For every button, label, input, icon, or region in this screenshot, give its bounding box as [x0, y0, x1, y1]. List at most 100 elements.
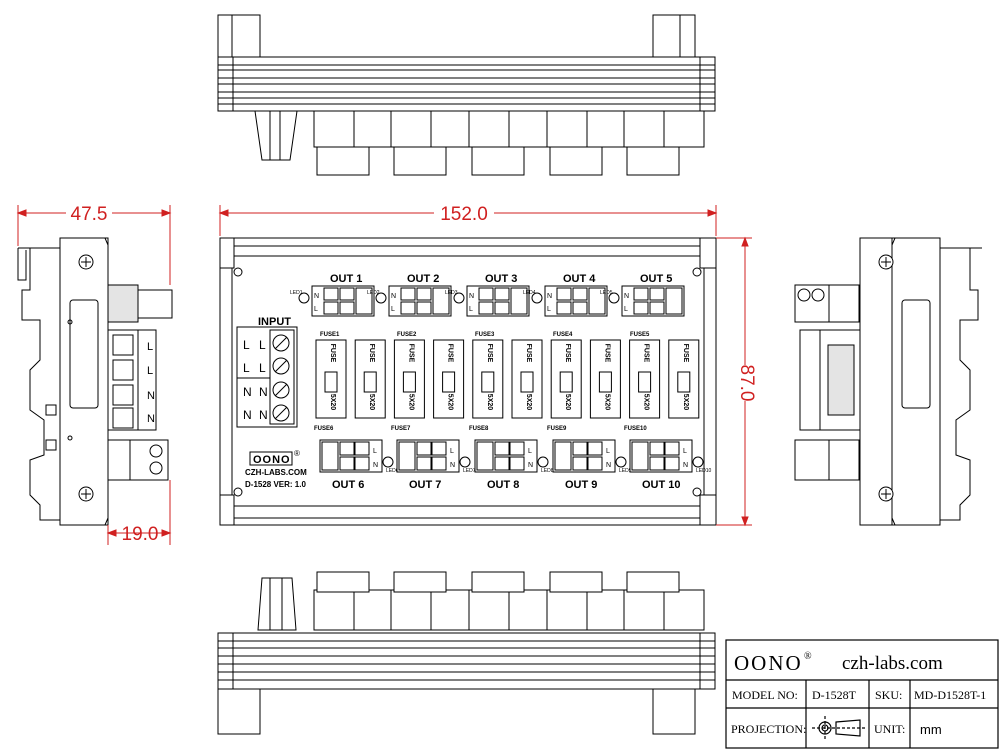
- terminal-latch: [665, 287, 683, 315]
- top-view-connectors: [313, 110, 705, 176]
- led-label: LED6: [386, 468, 399, 474]
- terminal-label: L: [373, 448, 377, 455]
- terminal-slot: [354, 456, 370, 471]
- bottom-view-connector-plug: [626, 571, 680, 593]
- terminal-slot: [572, 301, 588, 315]
- model-label: MODEL NO:: [732, 688, 798, 702]
- fuse-window: [638, 371, 652, 393]
- terminal-slot: [649, 456, 665, 471]
- terminal-slot: [339, 441, 355, 456]
- terminal-slot: [664, 441, 680, 456]
- fuse-rating: 5X20: [329, 394, 336, 410]
- output-label: OUT 1: [330, 273, 362, 285]
- bottom-view-connectors: [313, 571, 705, 631]
- terminal-slot: [400, 301, 416, 315]
- input-terminal-label: N: [259, 408, 268, 422]
- side-terminal-label: L: [147, 341, 153, 353]
- title-website: czh-labs.com: [842, 653, 943, 674]
- fuse-window: [598, 371, 612, 393]
- terminal-slot: [572, 456, 588, 471]
- bottom-view: [217, 577, 716, 735]
- terminal-slot: [556, 301, 572, 315]
- fuse-window: [559, 371, 573, 393]
- fuse-text: FUSE: [682, 344, 689, 363]
- terminal-slot: [416, 441, 432, 456]
- led-label: LED4: [523, 290, 536, 296]
- fuse-text: FUSE: [368, 344, 375, 363]
- input-terminal-label: N: [243, 385, 252, 399]
- fuse-rating: 5X20: [643, 394, 650, 410]
- sku-label: SKU:: [875, 688, 902, 702]
- terminal-slot: [431, 441, 447, 456]
- title-brand: OONO: [734, 651, 803, 675]
- fuse-rating: 5X20: [603, 394, 610, 410]
- terminal-slot: [339, 301, 355, 315]
- input-terminal-label: L: [243, 361, 250, 375]
- terminal-slot: [431, 456, 447, 471]
- input-terminal-label: L: [259, 361, 266, 375]
- input-terminal-label: L: [243, 338, 250, 352]
- input-label: INPUT: [258, 316, 291, 328]
- top-view-connector-plug: [393, 146, 447, 176]
- output-label: OUT 3: [485, 273, 517, 285]
- terminal-latch: [631, 441, 649, 471]
- top-view-connector-plug: [316, 146, 370, 176]
- terminal-label: N: [606, 462, 611, 469]
- terminal-label: L: [314, 306, 318, 313]
- terminal-slot: [494, 441, 510, 456]
- terminal-slot: [339, 287, 355, 301]
- terminal-label: N: [683, 462, 688, 469]
- terminal-latch: [398, 441, 416, 471]
- terminal-slot: [323, 301, 339, 315]
- terminal-slot: [572, 441, 588, 456]
- fuse-label: FUSE7: [391, 426, 411, 432]
- terminal-label: L: [606, 448, 610, 455]
- title-brand-mark: ®: [804, 651, 812, 662]
- fuse-label: FUSE2: [397, 332, 417, 338]
- fuse-label: FUSE1: [320, 332, 340, 338]
- terminal-label: L: [450, 448, 454, 455]
- fuse-label: FUSE9: [547, 426, 567, 432]
- led-indicator: [298, 292, 310, 304]
- terminal-slot: [416, 287, 432, 301]
- model-value: D-1528T: [812, 688, 857, 702]
- led-indicator: [375, 292, 387, 304]
- output-label: OUT 9: [565, 479, 597, 491]
- led-label: LED9: [619, 468, 632, 474]
- terminal-latch: [588, 287, 606, 315]
- fuse-rating: 5X20: [447, 394, 454, 410]
- fuse-text: FUSE: [407, 344, 414, 363]
- fuse-holder: [511, 339, 543, 419]
- projection-label: PROJECTION:: [731, 722, 806, 736]
- fuse-text: FUSE: [525, 344, 532, 363]
- top-view-connector-plug: [626, 146, 680, 176]
- terminal-slot: [494, 456, 510, 471]
- fuse-window: [324, 371, 338, 393]
- led-indicator: [459, 456, 471, 468]
- terminal-slot: [649, 301, 665, 315]
- fuse-window: [520, 371, 534, 393]
- terminal-slot: [400, 287, 416, 301]
- terminal-slot: [633, 301, 649, 315]
- side-terminal-label: N: [147, 390, 155, 402]
- board-brand-mark: ®: [294, 449, 300, 458]
- output-label: OUT 10: [642, 479, 681, 491]
- led-indicator: [608, 292, 620, 304]
- terminal-label: N: [624, 293, 629, 300]
- terminal-slot: [649, 287, 665, 301]
- board-brand-logo: OONO: [253, 454, 291, 466]
- input-terminal-label: L: [259, 338, 266, 352]
- dimension-values: 152.0 87.0 47.5 19.0: [66, 203, 757, 545]
- terminal-label: L: [624, 306, 628, 313]
- terminal-latch: [432, 287, 450, 315]
- output-label: OUT 2: [407, 273, 439, 285]
- title-block: [725, 639, 999, 749]
- output-label: OUT 6: [332, 479, 364, 491]
- terminal-slot: [587, 441, 603, 456]
- top-view: [217, 14, 716, 161]
- terminal-label: L: [683, 448, 687, 455]
- input-block-labels: INPUT L L L L N N N N: [243, 316, 291, 422]
- led-label: LED7: [463, 468, 476, 474]
